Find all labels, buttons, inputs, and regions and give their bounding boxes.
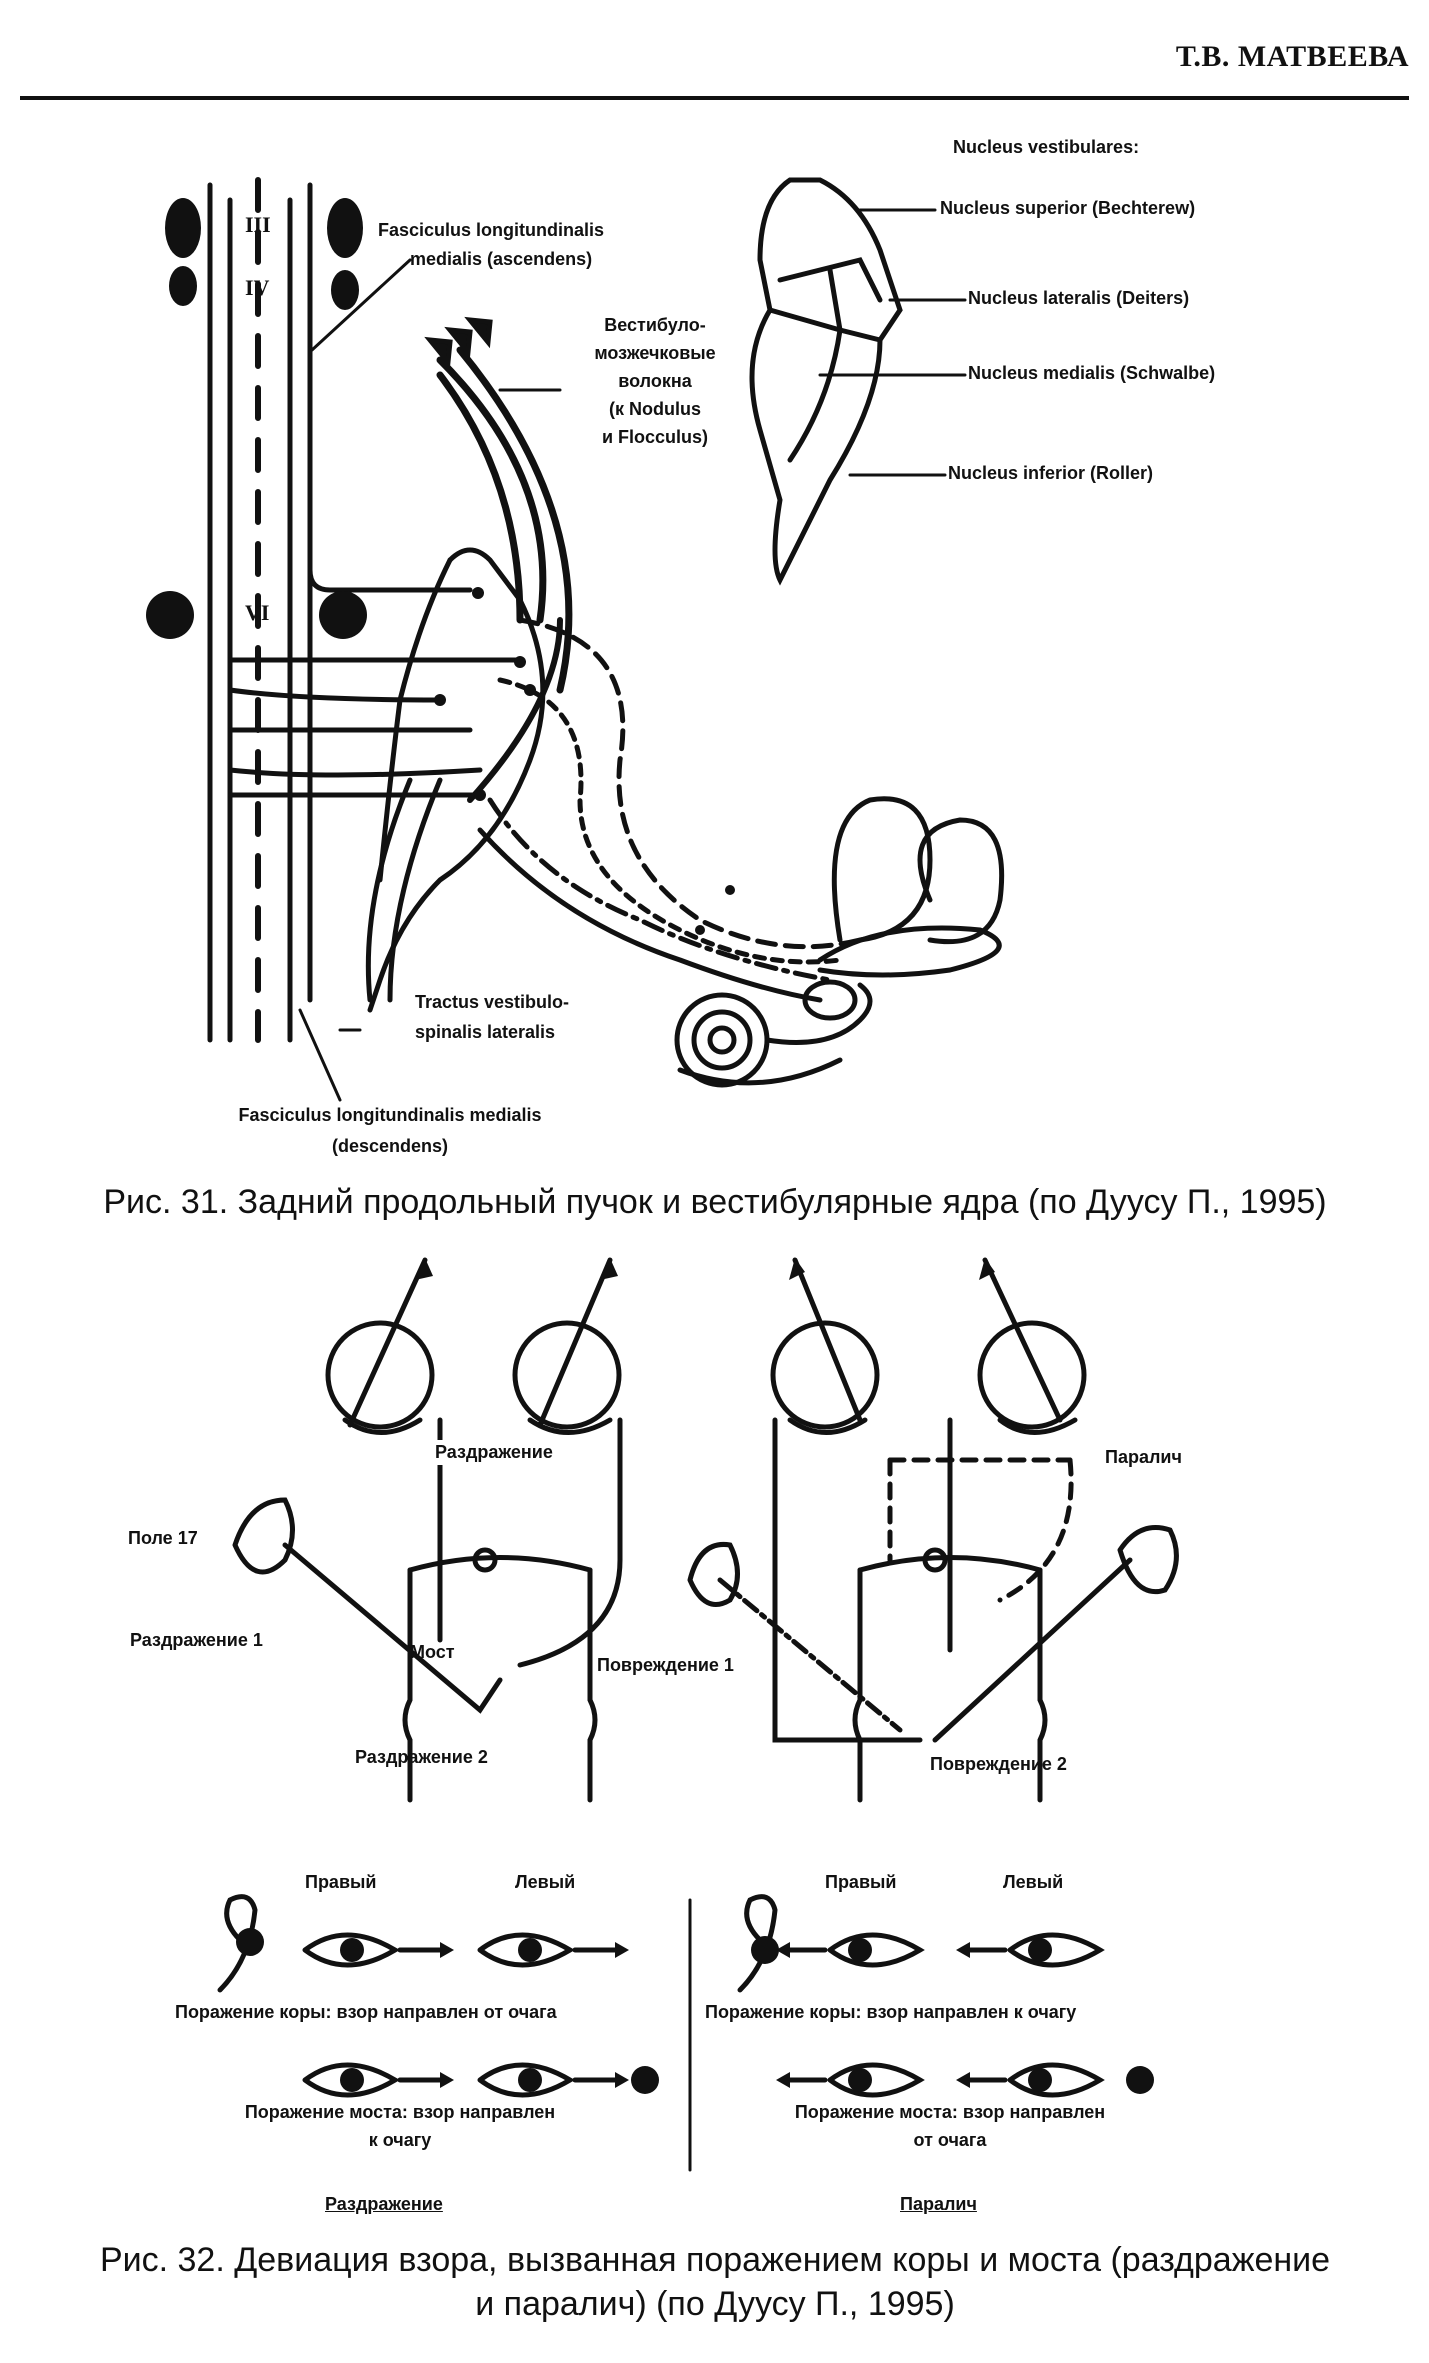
tractus-vestibulospinalis-label-line1: Tractus vestibulo- xyxy=(415,992,570,1012)
tractus-vestibulospinalis-label-line2: spinalis lateralis xyxy=(415,1022,556,1042)
figure31-drawing xyxy=(146,177,1005,1102)
povrezhdenie1-label: Повреждение 1 xyxy=(597,1655,734,1675)
flm-ascendens-label-line2: medialis (ascendens) xyxy=(410,249,593,269)
roman-iii-label: III xyxy=(245,212,271,237)
roman-iv-label: IV xyxy=(245,275,270,300)
figure32-caption-line2: и паралич) (по Дуусу П., 1995) xyxy=(475,2285,955,2323)
nucleus-lateralis-label: Nucleus lateralis (Deiters) xyxy=(968,288,1190,308)
nucleus-inferior-label: Nucleus inferior (Roller) xyxy=(948,463,1154,483)
gaze-left-levyi-label: Левый xyxy=(515,1872,576,1892)
pole17-label: Поле 17 xyxy=(128,1528,198,1548)
gaze-right-cortex-label: Поражение коры: взор направлен к очагу xyxy=(705,2002,1077,2022)
gaze-left-footer: Раздражение xyxy=(325,2194,443,2214)
vestibulo-cerebellar-label-line1: Вестибуло- xyxy=(604,315,706,335)
gaze-right-pons-label-line1: Поражение моста: взор направлен xyxy=(794,2102,1106,2122)
gaze-right-levyi-label: Левый xyxy=(1003,1872,1064,1892)
gaze-left-pons-label-line2: к очагу xyxy=(368,2130,432,2150)
nucleus-vestibulares-label: Nucleus vestibulares: xyxy=(953,137,1140,157)
gaze-right-footer: Паралич xyxy=(900,2194,977,2214)
header-rule xyxy=(20,96,1409,100)
flm-descendens-label-line1: Fasciculus longitundinalis medialis xyxy=(238,1105,542,1125)
nucleus-superior-label: Nucleus superior (Bechterew) xyxy=(940,198,1196,218)
gaze-left-cortex-label: Поражение коры: взор направлен от очага xyxy=(175,2002,557,2022)
flm-descendens-label-line2: (descendens) xyxy=(331,1136,449,1156)
povrezhdenie2-label: Повреждение 2 xyxy=(930,1754,1067,1774)
nucleus-medialis-label: Nucleus medialis (Schwalbe) xyxy=(968,363,1216,383)
vestibulo-cerebellar-label-line4: (к Nodulus xyxy=(609,399,701,419)
most-label: Мост xyxy=(410,1642,455,1662)
flm-ascendens-label-line1: Fasciculus longitundinalis xyxy=(378,220,605,240)
gaze-left-pravyi-label: Правый xyxy=(305,1872,377,1892)
razdrazhenie2-label: Раздражение 2 xyxy=(355,1747,488,1767)
paralich-top-label: Паралич xyxy=(1105,1447,1182,1467)
gaze-right-pons-label-line2: от очага xyxy=(913,2130,987,2150)
vestibulo-cerebellar-label-line5: и Flocculus) xyxy=(601,427,709,447)
figure31-caption: Рис. 31. Задний продольный пучок и вести… xyxy=(103,1183,1327,1221)
figure32-caption-line1: Рис. 32. Девиация взора, вызванная пораж… xyxy=(99,2241,1331,2279)
running-head: Т.В. МАТВЕЕВА xyxy=(1175,40,1409,73)
gaze-right-pravyi-label: Правый xyxy=(825,1872,897,1892)
razdrazhenie1-label: Раздражение 1 xyxy=(130,1630,263,1650)
razdrazhenie-top-label: Раздражение xyxy=(435,1440,553,1465)
vestibulo-cerebellar-label-line2: мозжечковые xyxy=(594,343,716,363)
gaze-left-pons-label-line1: Поражение моста: взор направлен xyxy=(244,2102,556,2122)
roman-vi-label: VI xyxy=(245,600,270,625)
vestibulo-cerebellar-label-line3: волокна xyxy=(618,371,692,391)
